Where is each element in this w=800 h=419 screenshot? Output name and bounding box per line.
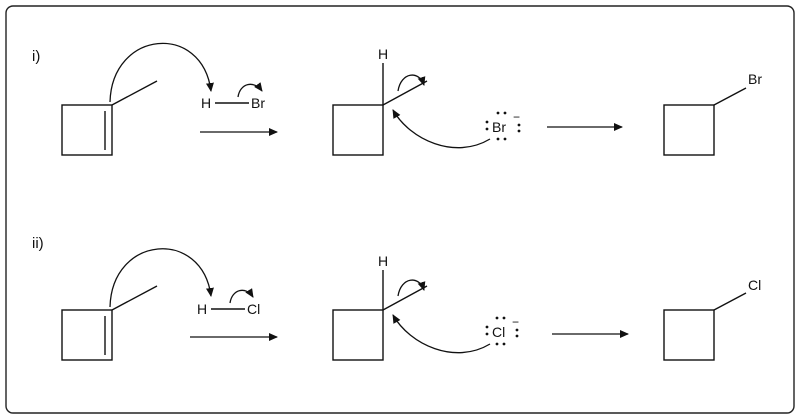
curved-arrow-pi-to-h: [109, 42, 214, 103]
product: Br: [663, 71, 762, 156]
ring: [332, 309, 384, 361]
curved-arrow-small: [397, 279, 426, 297]
methyl-bond: [382, 285, 428, 311]
product-halogen: Br: [748, 71, 762, 87]
lone-pair-dot: [485, 325, 489, 329]
lone-pair-dot: [502, 342, 506, 346]
intermediate-h: H: [378, 46, 388, 62]
ring: [663, 309, 715, 361]
reagent-h: H: [197, 301, 207, 317]
methyl-bond: [111, 285, 158, 311]
ring: [61, 309, 113, 361]
halide-anion: Br −: [485, 110, 521, 141]
product: Cl: [663, 277, 761, 361]
reagent-halogen: Br: [251, 95, 265, 111]
c-x-bond: [713, 292, 747, 311]
reagent-h: H: [201, 95, 211, 111]
reagent-halogen: Cl: [247, 301, 260, 317]
curved-arrow-anion-to-carbon: [392, 109, 491, 149]
reaction-label: ii): [32, 235, 44, 252]
lone-pair-dot: [495, 316, 499, 320]
lone-pair-dot: [496, 137, 500, 141]
intermediate-h: H: [378, 253, 388, 269]
lone-pair-dot: [503, 137, 507, 141]
lone-pair-dot: [496, 111, 500, 115]
reagent-hcl: H Cl: [197, 288, 260, 317]
anion-element: Br: [492, 119, 506, 135]
ring: [332, 104, 384, 156]
lone-pair-dot: [503, 111, 507, 115]
curved-arrow-small: [397, 74, 426, 92]
reactant-cyclobutene: [61, 80, 158, 156]
anion-charge: −: [512, 315, 519, 329]
lone-pair-dot: [485, 332, 489, 336]
outer-frame: [5, 5, 795, 414]
lone-pair-dot: [502, 316, 506, 320]
ring: [663, 104, 715, 156]
reaction-label: i): [32, 48, 40, 65]
lone-pair-dot: [515, 328, 519, 332]
halide-anion: Cl −: [485, 315, 519, 346]
lone-pair-dot: [485, 127, 489, 131]
anion-element: Cl: [492, 324, 505, 340]
reaction-ii: ii) H Cl H Cl −: [32, 235, 761, 361]
reagent-hbr: H Br: [201, 82, 265, 111]
curved-arrow-bond-to-halogen: [229, 288, 254, 304]
anion-charge: −: [513, 110, 520, 124]
product-halogen: Cl: [748, 277, 761, 293]
methyl-bond: [111, 80, 158, 106]
lone-pair-dot: [517, 123, 521, 127]
reaction-i: i) H Br H Br −: [32, 42, 762, 156]
lone-pair-dot: [515, 334, 519, 338]
ring: [61, 104, 113, 156]
curved-arrow-pi-to-h: [109, 248, 214, 308]
c-x-bond: [713, 87, 747, 106]
methyl-bond: [382, 80, 428, 106]
carbocation-intermediate: H: [332, 46, 428, 156]
carbocation-intermediate: H: [332, 253, 428, 361]
lone-pair-dot: [495, 342, 499, 346]
lone-pair-dot: [485, 120, 489, 124]
curved-arrow-anion-to-carbon: [392, 314, 491, 354]
lone-pair-dot: [517, 129, 521, 133]
curved-arrow-bond-to-halogen: [237, 82, 263, 98]
reactant-cyclobutene: [61, 285, 158, 361]
